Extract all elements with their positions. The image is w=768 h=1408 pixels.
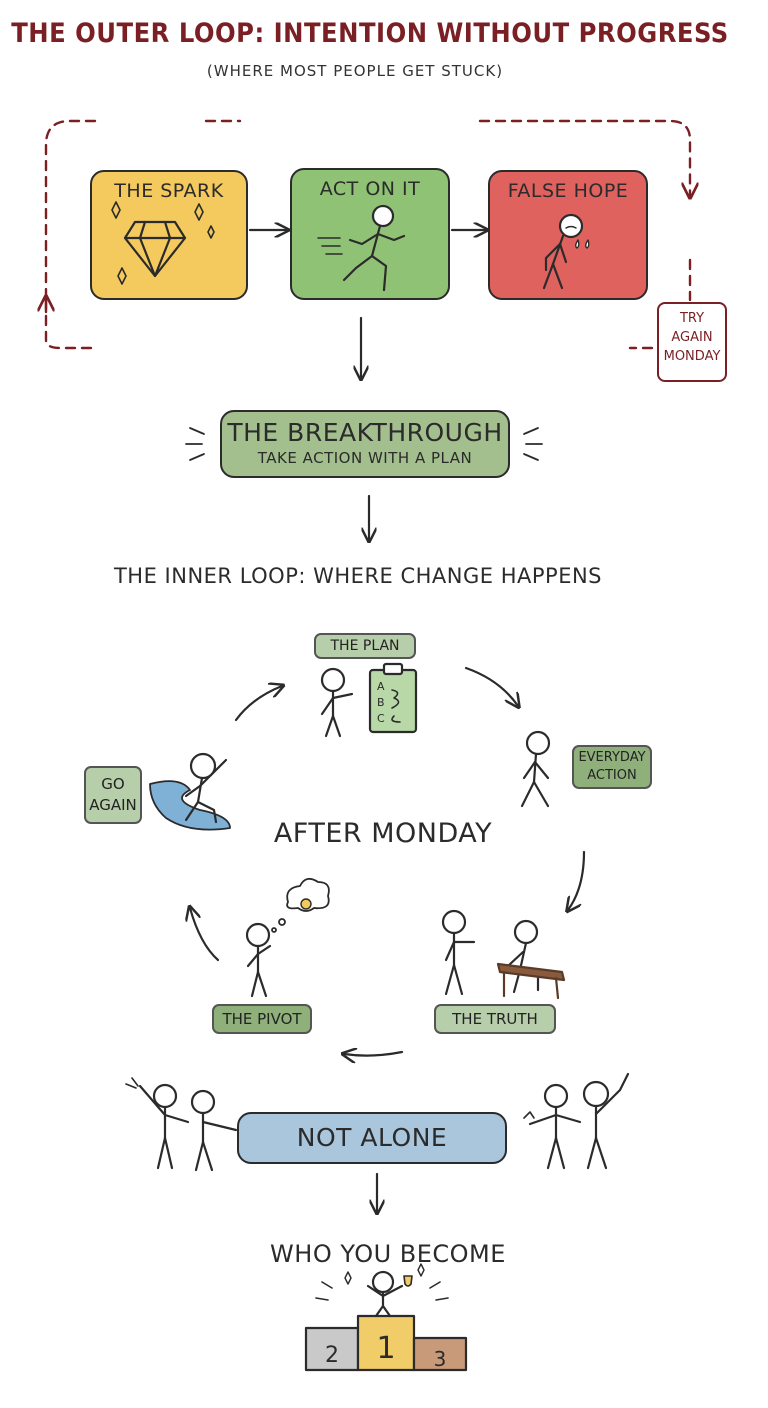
step-label: THE SPARK: [114, 180, 224, 202]
breakthrough-title: THE BREAKTHROUGH: [227, 418, 503, 447]
breakthrough-rays-icon: [185, 427, 543, 461]
step-label: ACT ON IT: [319, 178, 421, 200]
podium-second: 2: [325, 1343, 339, 1368]
diagram-subtitle: (WHERE MOST PEOPLE GET STUCK): [206, 62, 504, 80]
bench-icon: [496, 962, 566, 1000]
tag-the-plan: THE PLAN: [314, 633, 416, 659]
crying-figure-icon: [542, 213, 590, 290]
tag-everyday-action: EVERYDAY ACTION: [572, 745, 652, 789]
arrow-pivot-to-go-again: [190, 908, 220, 962]
again-line: AGAIN: [671, 330, 713, 345]
arrow-go-again-to-plan: [234, 686, 282, 722]
monday-line: MONDAY: [663, 349, 721, 364]
running-figure-icon: [317, 204, 406, 292]
go-again-figure-icon: [149, 752, 231, 831]
tag-the-pivot: THE PIVOT: [212, 1004, 312, 1034]
podium-first: 1: [376, 1331, 395, 1366]
everyday-line: EVERYDAY: [578, 750, 646, 765]
walking-figure-icon: [520, 730, 551, 808]
breakthrough-subtitle: TAKE ACTION WITH A PLAN: [257, 449, 473, 467]
step-act-on-it: ACT ON IT: [290, 168, 450, 300]
again-line: AGAIN: [89, 796, 137, 814]
loop-back-dashed-arrow: [44, 119, 690, 350]
podium-icon: [304, 1263, 468, 1372]
after-monday-label: AFTER MONDAY: [273, 818, 493, 849]
podium-third: 3: [434, 1347, 447, 1371]
who-you-become-title: WHO YOU BECOME: [270, 1240, 506, 1268]
try-line: TRY: [679, 311, 705, 326]
tag-go-again: GO AGAIN: [84, 766, 142, 824]
arrow-truth-to-pivot: [344, 1052, 404, 1056]
tag-the-truth: THE TRUTH: [434, 1004, 556, 1034]
not-alone-box: NOT ALONE: [237, 1112, 507, 1164]
diamond-icon: [111, 201, 215, 285]
right-friends-icon: [523, 1072, 630, 1170]
inner-loop-title: THE INNER LOOP: WHERE CHANGE HAPPENS: [113, 564, 603, 588]
truth-figures-icon: [441, 909, 540, 996]
plan-list-a: A: [377, 680, 385, 693]
go-line: GO: [101, 775, 125, 793]
diagram-title: THE OUTER LOOP: INTENTION WITHOUT PROGRE…: [11, 18, 729, 49]
breakthrough-box: THE BREAKTHROUGH TAKE ACTION WITH A PLAN: [220, 410, 510, 478]
plan-list-c: C: [377, 712, 385, 725]
clipboard-icon: [368, 662, 418, 734]
arrow-everyday-to-truth: [568, 850, 586, 910]
arrow-plan-to-everyday: [464, 666, 518, 706]
left-friends-icon: [125, 1077, 238, 1172]
action-line: ACTION: [587, 768, 637, 783]
plan-figure-icon: [320, 667, 354, 738]
thought-bubble-icon: [271, 877, 330, 933]
step-label: FALSE HOPE: [507, 180, 629, 202]
try-again-monday-note: TRY AGAIN MONDAY: [657, 302, 727, 382]
thinking-figure-icon: [245, 922, 272, 998]
plan-list-b: B: [377, 696, 385, 709]
